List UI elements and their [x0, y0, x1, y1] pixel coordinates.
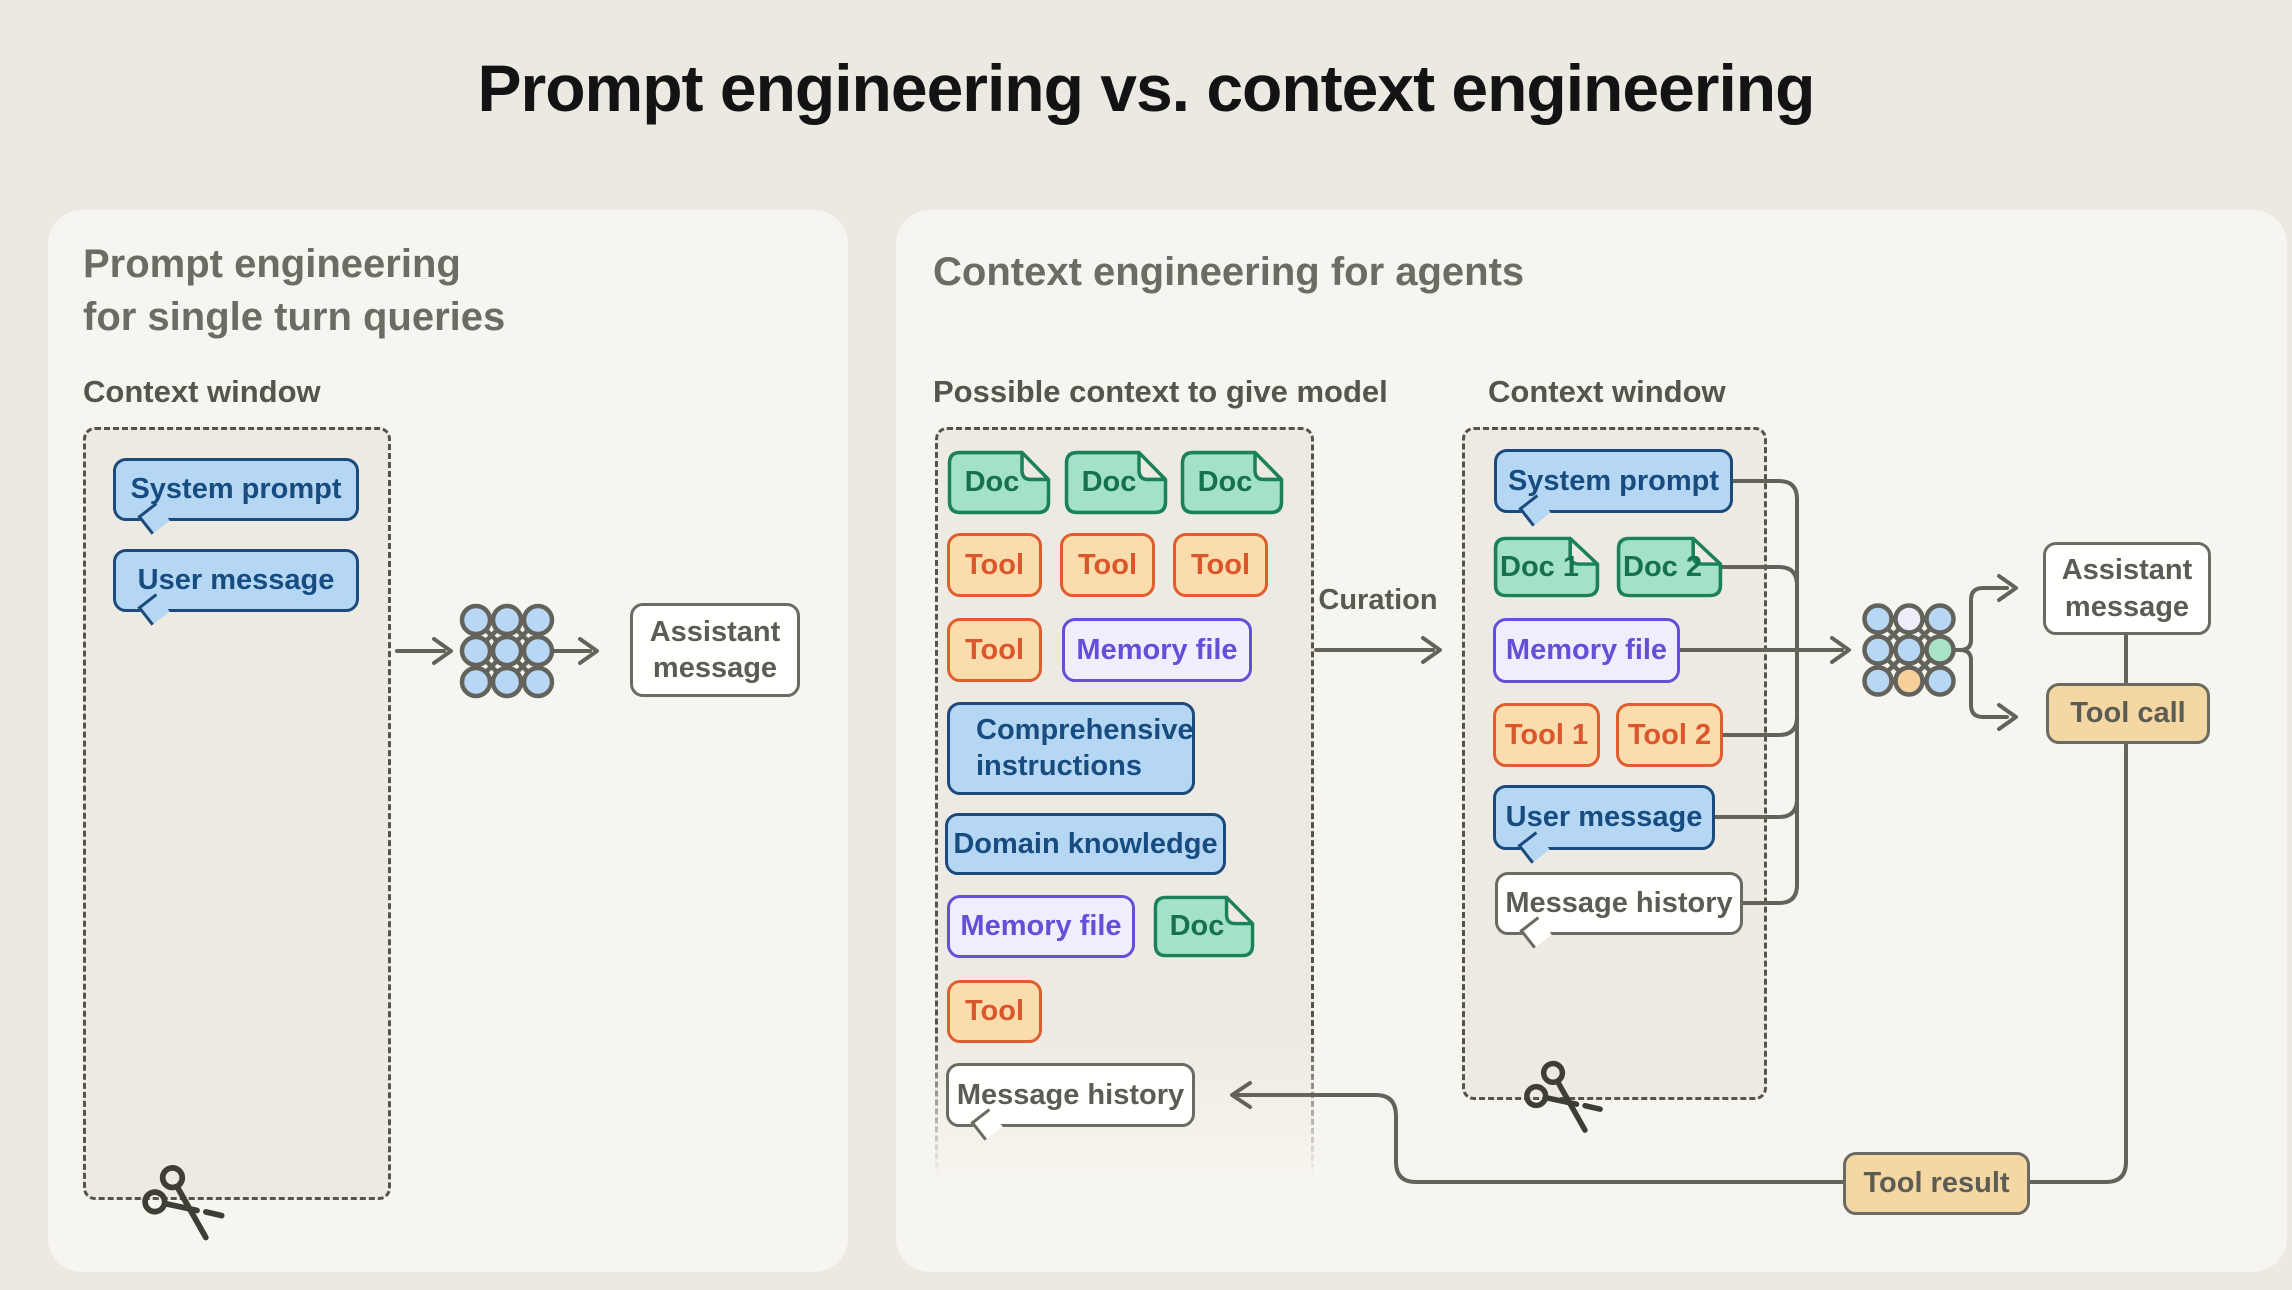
context-window-connectors [1678, 479, 1851, 905]
message-history-chip: Message history [1495, 872, 1743, 935]
left-heading-line2: for single turn queries [83, 294, 506, 339]
assistant-message-box: Assistant message [2043, 542, 2211, 635]
user-message-label: User message [137, 564, 335, 596]
arrow-context-to-model [395, 637, 453, 665]
neural-network-icon [1862, 603, 1956, 697]
possible-context-label: Possible context to give model [933, 374, 1388, 409]
right-context-window-label: Context window [1488, 374, 1726, 409]
doc-chip: Doc [1153, 895, 1255, 958]
tool-result-box: Tool result [1843, 1152, 2030, 1215]
left-context-window-label: Context window [83, 374, 321, 409]
system-prompt-chip: System prompt [113, 458, 359, 521]
curation-label: Curation [1318, 584, 1438, 616]
tool-call-box: Tool call [2046, 683, 2210, 744]
doc-chip: Doc [1064, 450, 1168, 515]
domain-knowledge-chip: Domain knowledge [945, 813, 1226, 875]
tool-chip: Tool [947, 980, 1042, 1043]
model-output-branches [1953, 574, 2018, 731]
page-title: Prompt engineering vs. context engineeri… [477, 51, 1816, 125]
tool-chip: Tool [1173, 533, 1268, 597]
user-message-chip: User message [1493, 785, 1715, 850]
doc1-chip: Doc 1 [1493, 536, 1600, 598]
doc-shape [1064, 450, 1168, 515]
tool2-chip: Tool 2 [1616, 703, 1723, 767]
comprehensive-instructions-chip: Comprehensive instructions [947, 702, 1195, 795]
doc-shape [1180, 450, 1284, 515]
doc-shape [947, 450, 1051, 515]
doc-shape [1153, 895, 1255, 958]
neural-network-icon [459, 603, 555, 699]
user-message-chip: User message [113, 549, 359, 612]
doc-shape [1493, 536, 1600, 598]
scissors-icon [1524, 1060, 1603, 1133]
system-prompt-chip: System prompt [1494, 449, 1733, 513]
message-history-chip: Message history [946, 1063, 1195, 1127]
tool-chip: Tool [1060, 533, 1155, 597]
tool1-chip: Tool 1 [1493, 703, 1600, 767]
tool-chip: Tool [947, 533, 1042, 597]
memory-file-chip: Memory file [1493, 618, 1680, 683]
doc-chip: Doc [947, 450, 1051, 515]
memory-file-chip: Memory file [947, 895, 1135, 958]
left-heading-line1: Prompt engineering [83, 242, 461, 286]
right-panel-heading: Context engineering for agents [933, 250, 1525, 294]
assistant-message-box: Assistant message [630, 603, 800, 697]
doc-shape [1616, 536, 1723, 598]
curation-arrow [1314, 636, 1442, 664]
arrow-model-to-assistant [550, 637, 599, 665]
tool-chip: Tool [947, 618, 1042, 682]
memory-file-chip: Memory file [1062, 618, 1252, 682]
system-prompt-label: System prompt [130, 473, 342, 505]
assistant-message-label: Assistant message [649, 615, 781, 684]
left-panel-heading: Prompt engineering for single turn queri… [83, 238, 505, 344]
doc-chip: Doc [1180, 450, 1284, 515]
scissors-icon [142, 1165, 225, 1241]
tool-result-feedback-arrow [1230, 743, 2128, 1184]
doc2-chip: Doc 2 [1616, 536, 1723, 598]
